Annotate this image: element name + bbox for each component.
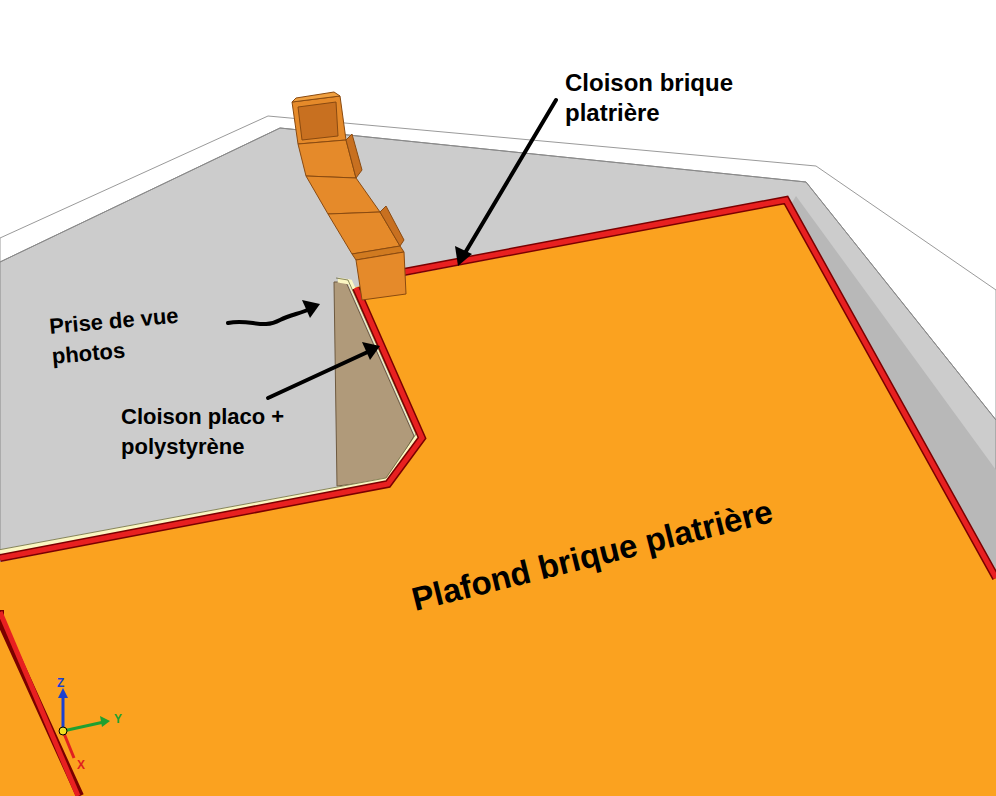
roof-frame: [0, 116, 996, 796]
brick-wall: [0, 288, 422, 558]
partition-label: Cloison placo + polystyrène: [121, 402, 346, 462]
axis-triad: [58, 688, 110, 758]
arrow-head: [302, 246, 472, 360]
leader-arrow: [228, 100, 556, 398]
brick-wall: [0, 612, 78, 796]
axis-label: Y: [114, 712, 130, 726]
wall-label: Cloison brique platrière: [565, 68, 780, 128]
chimney-duct: [292, 92, 406, 300]
axis-label: X: [77, 758, 93, 772]
ceiling: [0, 202, 996, 796]
axis-label: Z: [57, 676, 73, 690]
